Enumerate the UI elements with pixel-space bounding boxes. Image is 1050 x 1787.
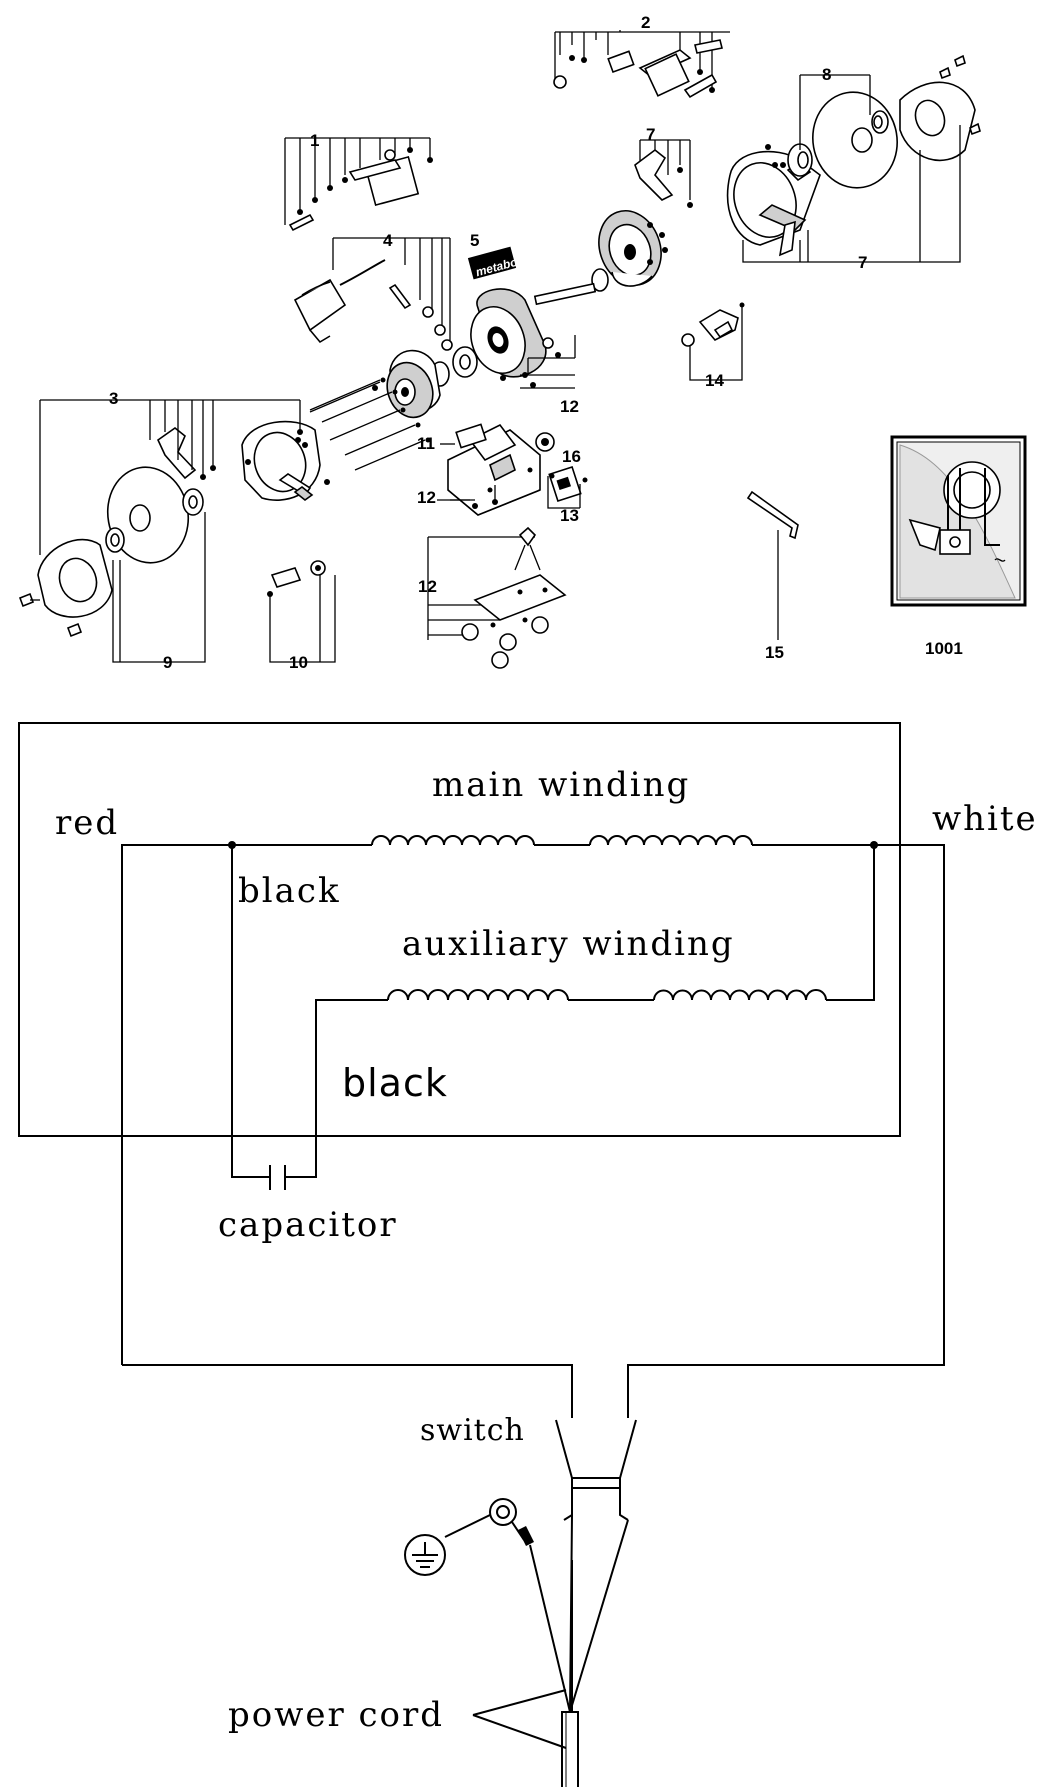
wiring-schematic [18, 722, 945, 1787]
part-label-11: 11 [417, 434, 435, 453]
part-label-9: 9 [163, 653, 172, 672]
part-label-7b: 7 [858, 253, 867, 272]
part-1001-detail: 1001 [890, 435, 1027, 658]
left-motor-endcap [309, 349, 441, 471]
label-main-winding: main winding [432, 765, 690, 805]
switch-contacts [571, 1405, 629, 1418]
part-group-1: 1 [284, 131, 433, 232]
label-power-cord: power cord [228, 1695, 444, 1735]
label-auxiliary-winding: auxiliary winding [402, 924, 735, 964]
part-label-12a: 12 [560, 397, 579, 416]
part-label-14: 14 [705, 371, 724, 390]
part-group-13-16: 16 13 [535, 432, 588, 525]
ground-symbol-icon [404, 1534, 446, 1576]
part-label-10: 10 [289, 653, 308, 672]
part-group-4: 4 [293, 231, 453, 351]
motor-base: 11 12 [417, 423, 541, 516]
part-label-3: 3 [109, 389, 118, 408]
part-group-12-top: 12 [500, 335, 579, 416]
part-label-1001: 1001 [925, 639, 963, 658]
right-wheel-guard: 8 7 [726, 54, 981, 272]
exploded-parts-view: 2 1 7 [18, 13, 1027, 672]
label-black-1: black [238, 871, 341, 911]
ground-lug [444, 1498, 571, 1713]
capacitor-symbol [269, 1165, 286, 1190]
right-motor-endcap [533, 210, 668, 306]
part-label-13: 13 [560, 506, 579, 525]
motor-housing-outline [18, 722, 901, 1137]
part-label-4: 4 [383, 231, 393, 250]
power-cord-pointer [472, 1689, 567, 1749]
power-cord-cable [561, 1711, 579, 1787]
main-winding-coil-2 [589, 835, 753, 846]
part-label-7a: 7 [646, 125, 655, 144]
auxiliary-winding-coil-2 [653, 989, 827, 1001]
part-group-7-bracket: 7 [634, 125, 693, 208]
part-group-2: 2 [553, 13, 730, 99]
part-label-2: 2 [641, 13, 650, 32]
wire-red [121, 844, 372, 1365]
label-red: red [55, 803, 119, 843]
part-label-12c: 12 [418, 577, 437, 596]
label-capacitor: capacitor [218, 1205, 398, 1245]
hex-key-icon [746, 490, 799, 540]
part-label-5: 5 [470, 231, 479, 250]
auxiliary-winding-coil-1 [387, 989, 569, 1001]
part-label-15: 15 [765, 643, 784, 662]
label-black-2: black [342, 1061, 448, 1105]
part-group-14: 14 [681, 302, 745, 390]
switch-body [555, 1419, 637, 1521]
left-wheel-guard: 3 9 [18, 389, 330, 672]
wire-white [627, 844, 945, 1405]
part-group-10: 10 [267, 560, 336, 672]
main-winding-coil-1 [371, 835, 535, 846]
part-label-8: 8 [822, 65, 831, 84]
part-15-hex-key: 15 [746, 490, 799, 662]
part-group-5-logo: metabo 5 [467, 231, 519, 280]
label-white: white [932, 799, 1038, 839]
part-label-16: 16 [562, 447, 581, 466]
label-switch: switch [420, 1413, 525, 1448]
part-label-12b: 12 [417, 488, 436, 507]
part-label-1: 1 [310, 131, 319, 150]
part-group-12-bottom: 12 [418, 526, 567, 669]
